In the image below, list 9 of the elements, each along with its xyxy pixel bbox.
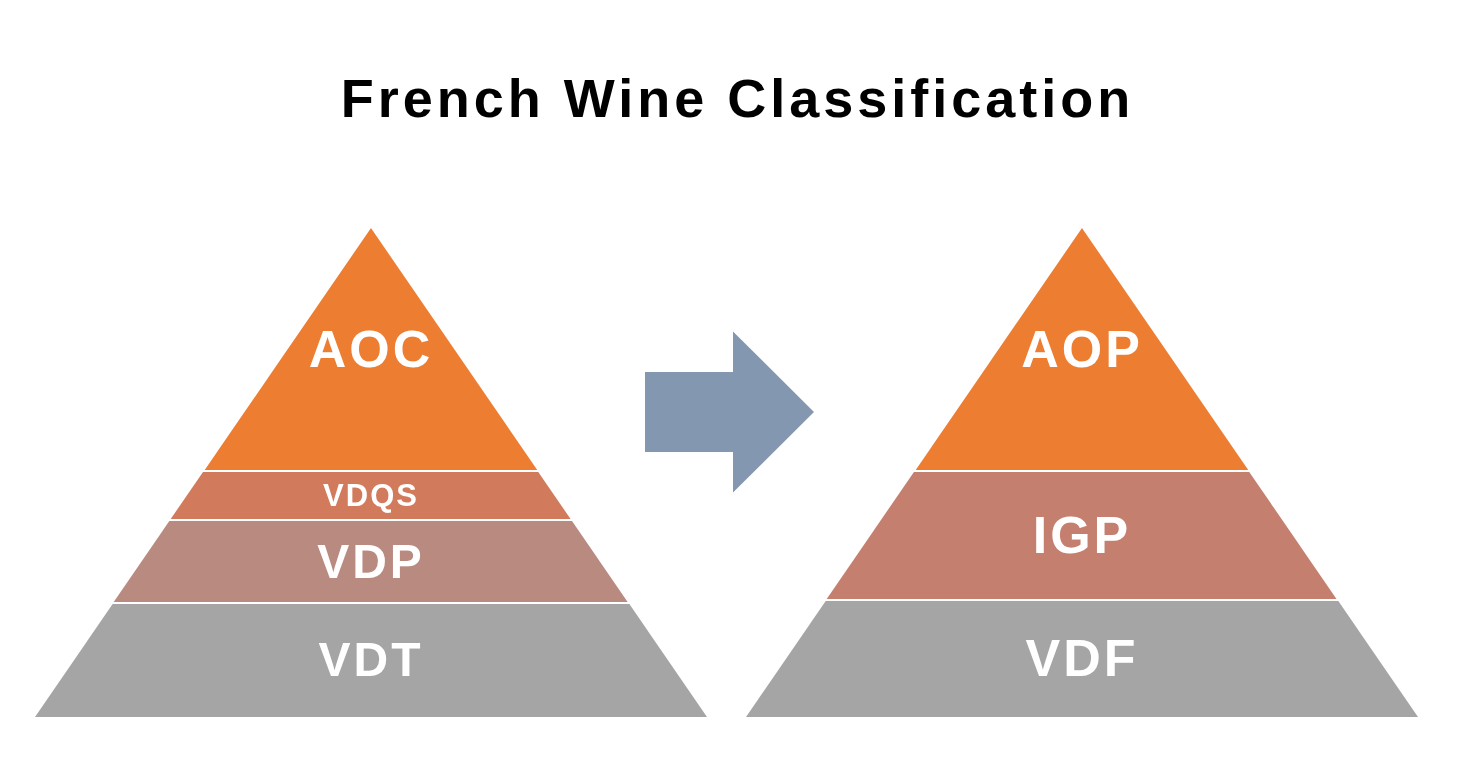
tier-label: VDQS [323,477,419,514]
tier-label: VDP [317,533,425,590]
tier-label: IGP [1032,505,1132,566]
block-arrow [645,331,814,493]
tier-label: VDF [1025,628,1139,689]
tier-label: VDT [318,632,424,688]
tier-label: AOC [308,319,434,380]
diagram-title: French Wine Classification [340,67,1135,130]
tier-label: AOP [1021,319,1143,380]
